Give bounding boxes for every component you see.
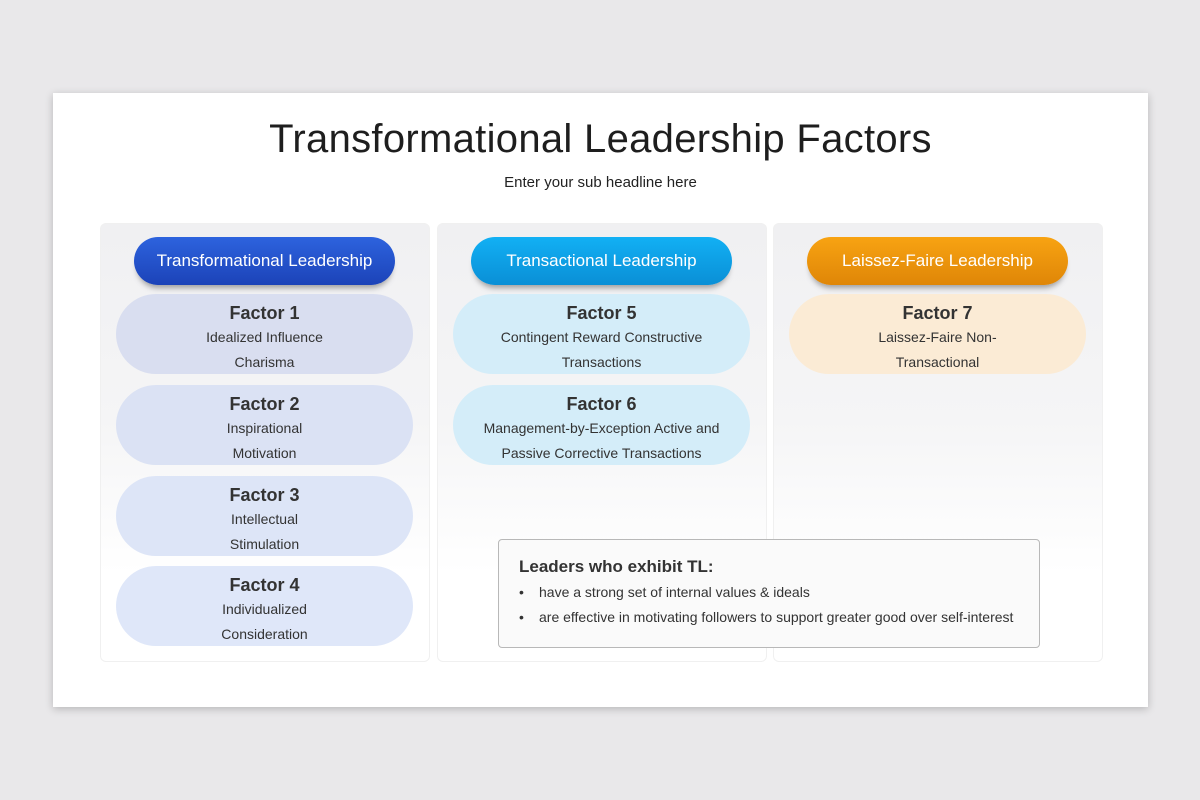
factor-desc-line: Inspirational [226,420,303,436]
note-title: Leaders who exhibit TL: [519,557,714,576]
note-bullet-item: • are effective in motivating followers … [519,605,1013,630]
factor-desc-line: Consideration [221,626,308,642]
factor-description: Laissez-Faire Non- Transactional [789,325,1086,375]
factor-title: Factor 6 [566,394,637,414]
factor-description: Contingent Reward Constructive Transacti… [453,325,750,375]
note-bullet-list: • have a strong set of internal values &… [519,580,1013,630]
factor-card-1: Factor 1 Idealized Influence Charisma [116,294,413,374]
slide: Transformational Leadership Factors Ente… [53,93,1148,707]
factor-desc-line: Idealized Influence [206,329,323,345]
header-transactional-leadership: Transactional Leadership [471,237,732,285]
factor-card-3: Factor 3 Intellectual Stimulation [116,476,413,556]
bullet-icon: • [519,584,524,600]
factor-desc-line: Passive Corrective Transactions [501,445,702,461]
note-bullet-text: have a strong set of internal values & i… [539,584,810,600]
factor-desc-line: Charisma [234,354,295,370]
header-transformational-leadership: Transformational Leadership [134,237,395,285]
factor-desc-line: Individualized [222,601,307,617]
slide-title: Transformational Leadership Factors [269,117,932,161]
factor-title: Factor 3 [229,485,300,505]
factor-description: Intellectual Stimulation [116,507,413,557]
factor-desc-line: Intellectual [231,511,298,527]
factor-card-4: Factor 4 Individualized Consideration [116,566,413,646]
factor-title: Factor 2 [229,394,300,414]
column-transactional: Transactional Leadership Factor 5 Contin… [437,223,767,662]
factor-card-5: Factor 5 Contingent Reward Constructive … [453,294,750,374]
column-transformational: Transformational Leadership Factor 1 Ide… [100,223,430,662]
factor-description: Inspirational Motivation [116,416,413,466]
note-bullet-text: are effective in motivating followers to… [539,609,1014,625]
factor-desc-line: Transactions [561,354,642,370]
factor-title: Factor 1 [229,303,300,323]
factor-title: Factor 7 [902,303,973,323]
header-laissez-faire-leadership: Laissez-Faire Leadership [807,237,1068,285]
factor-desc-line: Transactional [895,354,980,370]
factor-desc-line: Laissez-Faire Non- [878,329,997,345]
factor-title: Factor 4 [229,575,300,595]
factor-desc-line: Motivation [232,445,297,461]
note-bullet-item: • have a strong set of internal values &… [519,580,1013,605]
factor-card-7: Factor 7 Laissez-Faire Non- Transactiona… [789,294,1086,374]
slide-subtitle: Enter your sub headline here [504,174,697,191]
factor-description: Management-by-Exception Active and Passi… [453,416,750,466]
tl-leaders-note: Leaders who exhibit TL: • have a strong … [498,539,1040,648]
factor-description: Idealized Influence Charisma [116,325,413,375]
factor-title: Factor 5 [566,303,637,323]
factor-description: Individualized Consideration [116,597,413,647]
factor-card-6: Factor 6 Management-by-Exception Active … [453,385,750,465]
bullet-icon: • [519,609,524,625]
factor-desc-line: Contingent Reward Constructive [500,329,703,345]
factor-card-2: Factor 2 Inspirational Motivation [116,385,413,465]
factor-desc-line: Stimulation [229,536,300,552]
factor-desc-line: Management-by-Exception Active and [483,420,720,436]
